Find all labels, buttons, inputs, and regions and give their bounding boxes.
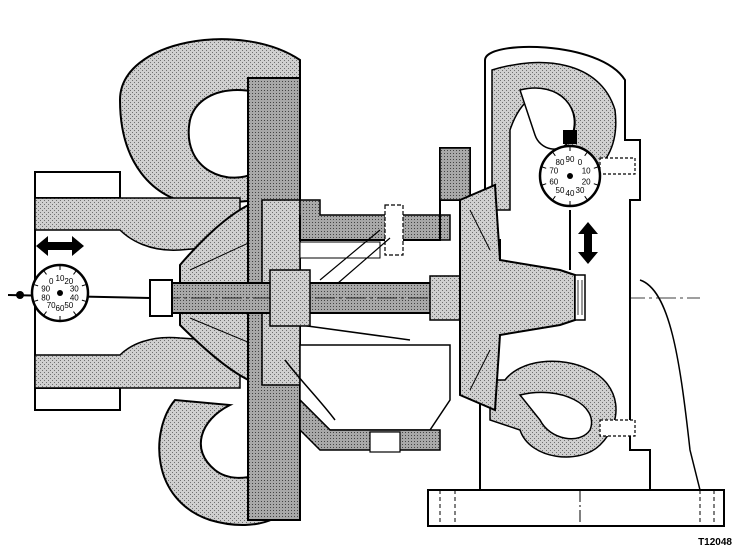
turbine-wheel	[459, 183, 586, 412]
dial-tick	[34, 284, 39, 287]
mounting-flange	[427, 489, 725, 527]
dial-tick	[43, 270, 47, 275]
dial-tick	[593, 166, 598, 169]
dial-scale-label: 90	[566, 155, 575, 164]
shaft	[149, 269, 700, 327]
dial-scale-label: 80	[556, 158, 565, 167]
dial-scale-label: 50	[64, 301, 73, 310]
dial-tick	[81, 299, 86, 302]
dial-tick	[584, 195, 588, 200]
dial-scale-label: 30	[70, 284, 79, 293]
dial-tick	[552, 195, 556, 200]
dial-scale-label: 70	[47, 301, 56, 310]
dial-tick	[542, 166, 547, 169]
dial-scale-label: 20	[582, 177, 591, 186]
dial-tick	[81, 284, 86, 287]
dial-scale-label: 10	[56, 274, 65, 283]
dial-scale-label: 50	[556, 186, 565, 195]
dial-scale-label: 90	[41, 284, 50, 293]
dial-scale-label: 60	[56, 304, 65, 313]
dial-scale-label: 0	[578, 158, 583, 167]
axial-direction-arrow	[36, 236, 84, 256]
dial-tick	[552, 152, 556, 157]
dial-scale-label: 40	[70, 294, 79, 303]
radial-direction-arrow	[578, 222, 598, 264]
dial-scale-label: 80	[41, 294, 50, 303]
dial-tick	[584, 152, 588, 157]
dial-scale-label: 10	[582, 167, 591, 176]
dial-scale-label: 30	[576, 186, 585, 195]
dial-scale-label: 20	[64, 277, 73, 286]
dial-scale-label: 40	[566, 189, 575, 198]
dial-scale-label: 60	[549, 177, 558, 186]
dial-tick	[73, 270, 77, 275]
dial-tick	[73, 311, 77, 316]
dial-scale-label: 0	[49, 277, 54, 286]
dial-tick	[542, 183, 547, 186]
dial-tick	[43, 311, 47, 316]
dial-tick	[34, 299, 39, 302]
figure-id-label: T12048	[698, 537, 732, 548]
dial-scale-label: 70	[549, 167, 558, 176]
dial-tick	[593, 183, 598, 186]
